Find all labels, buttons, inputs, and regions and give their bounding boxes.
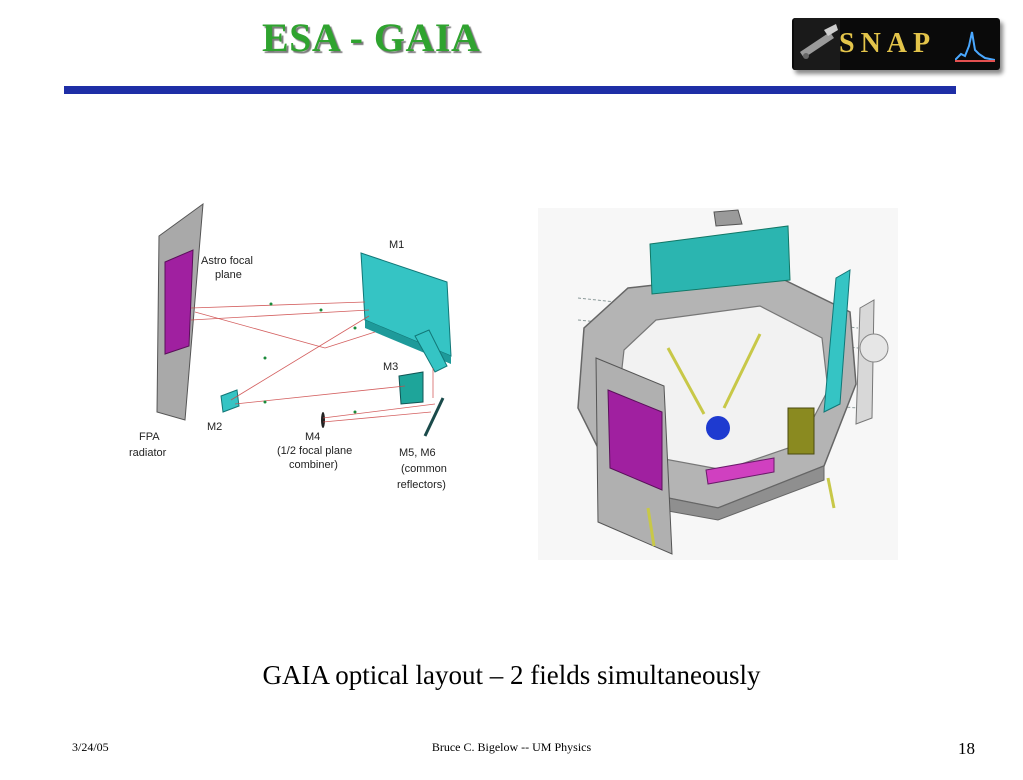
logo-text: SNAP (839, 28, 937, 59)
label-m4-1: M4 (305, 431, 320, 443)
label-astro-focal-1: Astro focal (201, 255, 253, 267)
label-m5-3: reflectors) (397, 479, 446, 491)
label-m4-2: (1/2 focal plane (277, 445, 352, 457)
payload-3d-rendering (538, 208, 898, 560)
telescope-icon (794, 18, 840, 70)
label-fpa-1: FPA (139, 431, 160, 443)
label-m4-3: combiner) (289, 459, 338, 471)
mirror-m2 (220, 389, 240, 413)
label-m1: M1 (389, 239, 404, 251)
title-rule (64, 86, 956, 94)
label-m5-1: M5, M6 (399, 447, 436, 459)
slide-title: ESA - GAIA (262, 15, 481, 60)
page-number: 18 (958, 739, 975, 758)
label-m2: M2 (207, 421, 222, 433)
figure-caption: GAIA optical layout – 2 fields simultane… (262, 660, 761, 690)
label-fpa-2: radiator (129, 447, 167, 459)
mirror-m5-m6 (423, 397, 445, 437)
label-m3: M3 (383, 361, 398, 373)
footer-date: 3/24/05 (72, 740, 109, 754)
optical-layout-diagram: M1 Astro focal plane M3 M2 FPA radiator … (129, 202, 452, 491)
mirror-m1-3d (649, 225, 791, 295)
footer-author: Bruce C. Bigelow -- UM Physics (431, 740, 592, 754)
side-mirror (823, 269, 851, 413)
label-astro-focal-2: plane (215, 269, 242, 281)
focal-plane-3d (607, 389, 663, 491)
mirror-m4 (321, 412, 325, 428)
astro-focal-plane (164, 249, 194, 355)
snap-logo: SNAP (792, 18, 1000, 70)
spectrum-icon (955, 31, 995, 62)
label-m5-2: (common (401, 463, 447, 475)
mirror-m3 (398, 371, 424, 405)
